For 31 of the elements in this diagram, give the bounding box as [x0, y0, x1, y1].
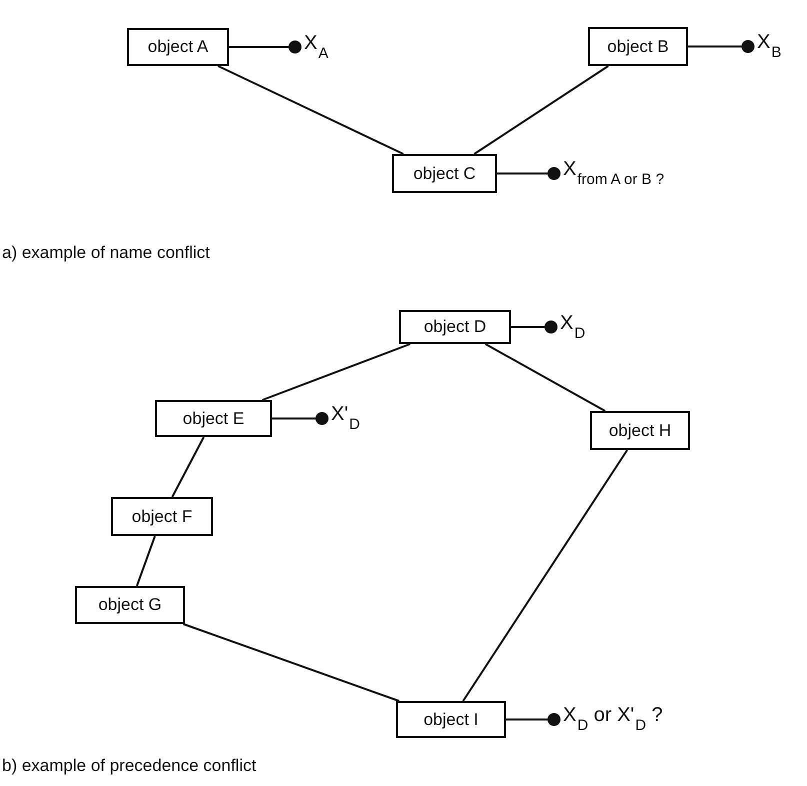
- connector-line: [262, 343, 410, 401]
- connector-line: [474, 65, 609, 155]
- object-box: object A: [127, 28, 229, 66]
- attribute-connector: [229, 40, 302, 54]
- object-box: object E: [155, 400, 272, 437]
- connector-line: [136, 536, 156, 586]
- attribute-connector: [511, 320, 558, 334]
- attribute-label: X$_{D}$ or X'$_{D}$ ?: [547, 704, 663, 734]
- attribute-label: X$_{D}$: [544, 312, 586, 342]
- attribute-label: X$_{from A or B ?}$: [547, 158, 664, 188]
- object-box: object C: [392, 154, 497, 193]
- figure-caption: a) example of name conflict: [2, 243, 210, 263]
- attribute-label: X$_{A}$: [288, 32, 328, 62]
- attribute-connector: [497, 167, 560, 180]
- connector-line: [484, 343, 606, 412]
- object-box: object D: [399, 310, 511, 344]
- object-box: object H: [590, 411, 690, 450]
- connector-line: [171, 436, 205, 498]
- object-box: object I: [396, 701, 506, 738]
- attribute-connector: [688, 40, 754, 53]
- connector-line: [462, 449, 628, 702]
- attribute-connector: [272, 412, 328, 425]
- attribute-connector: [506, 713, 560, 726]
- object-box: object G: [75, 586, 185, 624]
- figure-caption: b) example of precedence conflict: [2, 756, 256, 776]
- attribute-label: X'$_{D}$: [315, 403, 360, 433]
- connector-line: [218, 65, 404, 155]
- object-box: object B: [588, 27, 688, 66]
- connector-line: [182, 623, 400, 702]
- attribute-label: X$_{B}$: [741, 31, 782, 61]
- object-box: object F: [111, 497, 213, 536]
